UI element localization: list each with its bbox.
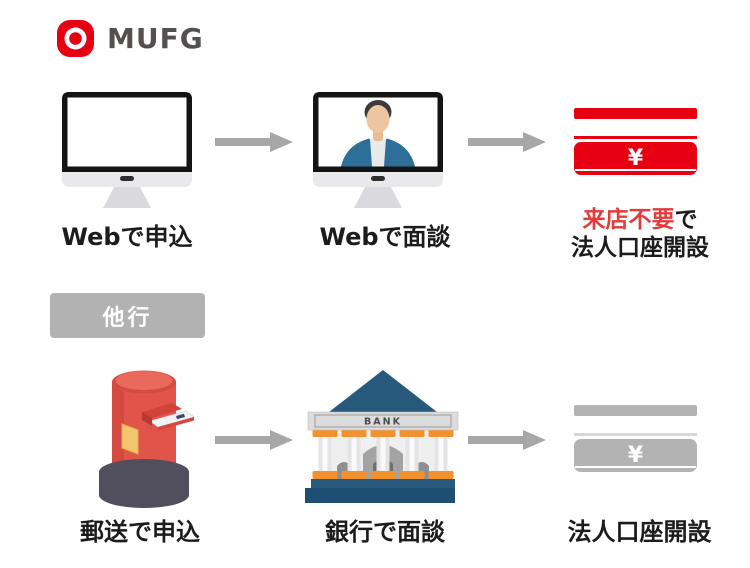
bank-capitals bbox=[312, 429, 454, 437]
label-line1: 来店不要で bbox=[582, 207, 698, 233]
other-banks-badge: 他行 bbox=[50, 293, 205, 338]
passbook-gray-icon: ¥ bbox=[574, 405, 697, 472]
bank-building-icon: BANK bbox=[305, 370, 459, 503]
label-line2: 法人口座開設 bbox=[571, 235, 709, 261]
video-call-person-icon bbox=[313, 92, 443, 208]
step-label-bank-interview: 銀行で面談 bbox=[325, 518, 445, 546]
step-label-web-apply: Webで申込 bbox=[61, 223, 193, 251]
yen-symbol: ¥ bbox=[627, 145, 644, 171]
bank-bases bbox=[312, 471, 454, 479]
bank-columns bbox=[318, 437, 448, 471]
arrow-right-icon bbox=[215, 430, 293, 450]
arrow-right-icon bbox=[215, 132, 293, 152]
highlight-text: 来店不要 bbox=[582, 207, 675, 233]
arrow-right-icon bbox=[468, 430, 546, 450]
passbook-top-bar bbox=[574, 108, 697, 119]
brand-name: MUFG bbox=[107, 22, 204, 55]
postbox-icon bbox=[99, 370, 195, 508]
mufg-logo: MUFG bbox=[57, 20, 204, 57]
step-label-mail-apply: 郵送で申込 bbox=[80, 518, 200, 546]
passbook-body: ¥ bbox=[574, 439, 697, 472]
yen-symbol: ¥ bbox=[627, 442, 644, 468]
step-label-web-interview: Webで面談 bbox=[319, 223, 451, 251]
step-label-account-open-other: 法人口座開設 bbox=[567, 518, 712, 546]
passbook-thin-line bbox=[574, 433, 697, 436]
passbook-body: ¥ bbox=[574, 142, 697, 175]
other-banks-badge-label: 他行 bbox=[102, 305, 153, 331]
passbook-red-icon: ¥ bbox=[574, 108, 697, 175]
mufg-logo-icon bbox=[57, 20, 94, 57]
desktop-monitor-icon bbox=[62, 92, 192, 208]
passbook-top-bar bbox=[574, 405, 697, 416]
arrow-right-icon bbox=[468, 132, 546, 152]
passbook-thin-line bbox=[574, 136, 697, 139]
step-label-account-open-mufg: 来店不要で 法人口座開設 bbox=[555, 206, 725, 262]
bank-sign-text: BANK bbox=[364, 417, 402, 428]
